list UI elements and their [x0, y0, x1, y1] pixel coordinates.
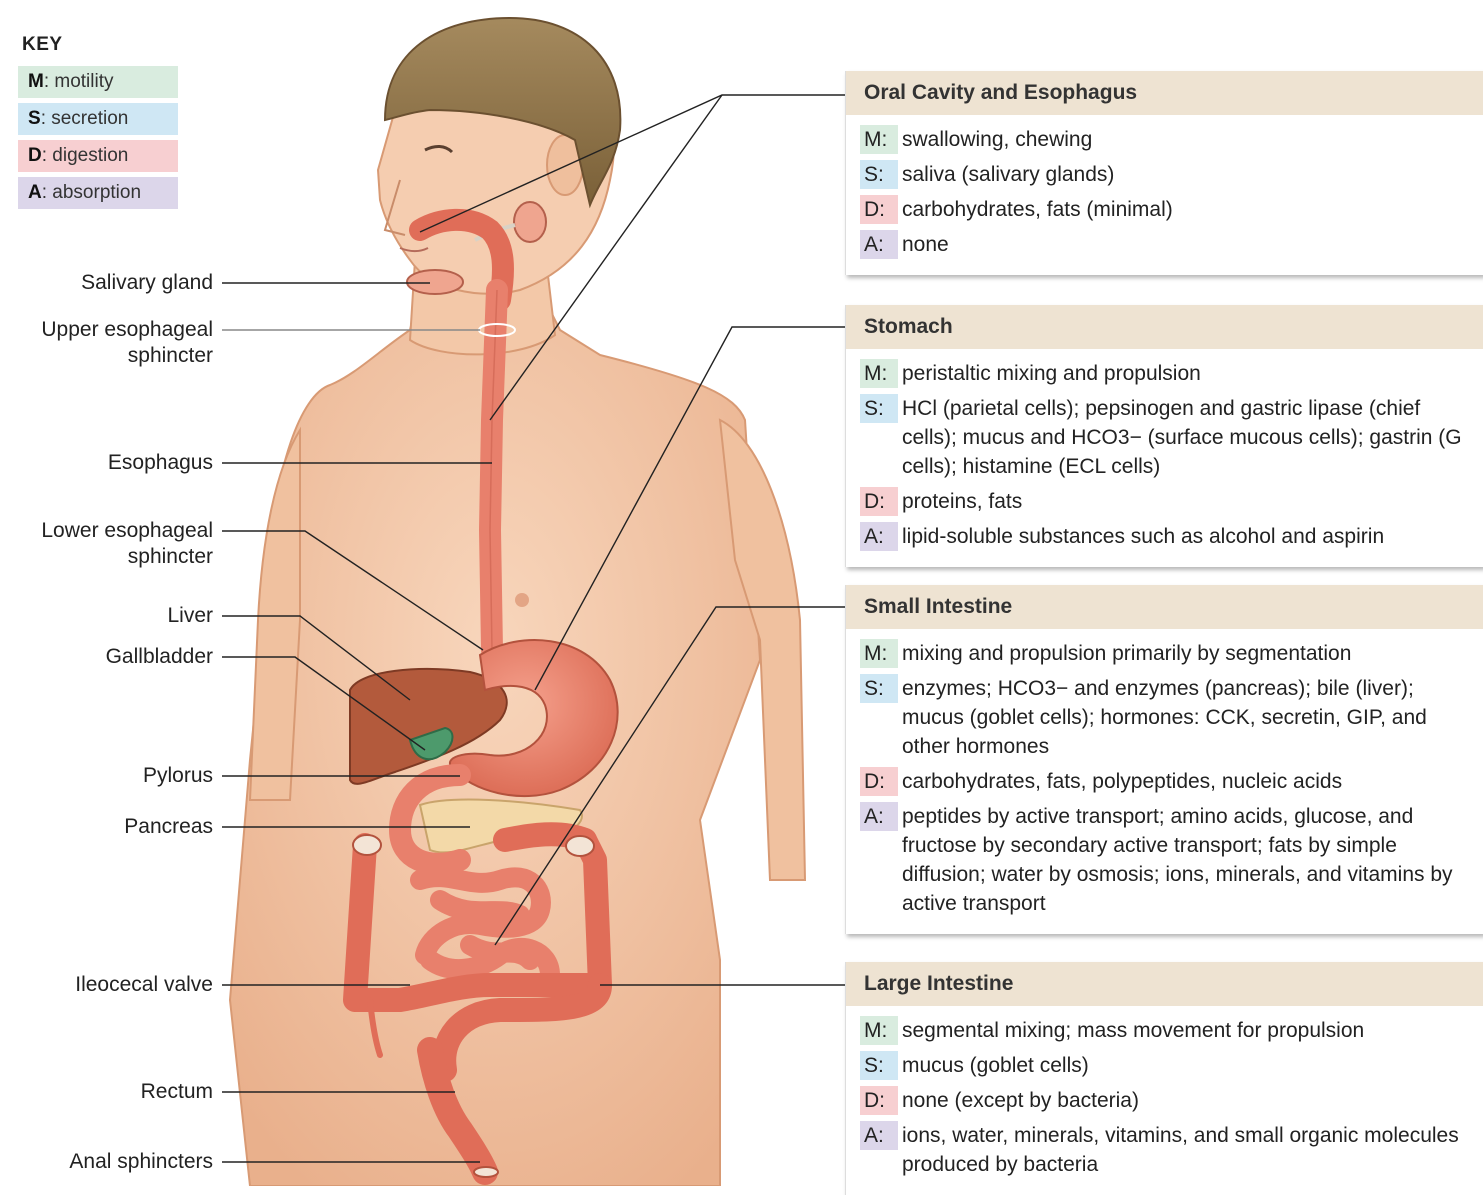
label-rectum: Rectum — [141, 1079, 213, 1105]
legend-key: KEY M: motility S: secretion D: digestio… — [18, 34, 178, 214]
panel-row-text: peptides by active transport; amino acid… — [898, 802, 1474, 918]
panel-oral-cavity: Oral Cavity and Esophagus M:swallowing, … — [845, 71, 1483, 275]
key-item-digestion: D: digestion — [18, 140, 178, 172]
label-salivary-gland: Salivary gland — [81, 270, 213, 296]
tag-m: M: — [860, 639, 898, 668]
label-pancreas: Pancreas — [124, 814, 213, 840]
tag-a: A: — [860, 230, 898, 259]
panel-row-text: saliva (salivary glands) — [898, 160, 1474, 189]
tag-s: S: — [860, 160, 898, 189]
label-anal-sphincters: Anal sphincters — [69, 1149, 213, 1175]
submandibular-gland — [407, 270, 463, 294]
panel-row-text: mucus (goblet cells) — [898, 1051, 1474, 1080]
panel-row-text: lipid-soluble substances such as alcohol… — [898, 522, 1474, 551]
label-esophagus: Esophagus — [108, 450, 213, 476]
tag-s: S: — [860, 674, 898, 703]
panel-row-text: swallowing, chewing — [898, 125, 1474, 154]
panel-row-text: carbohydrates, fats, polypeptides, nucle… — [898, 767, 1474, 796]
panel-small-intestine: Small Intestine M:mixing and propulsion … — [845, 585, 1483, 934]
panel-row-text: none (except by bacteria) — [898, 1086, 1474, 1115]
key-item-motility: M: motility — [18, 66, 178, 98]
nipple — [515, 593, 529, 607]
panel-row-text: proteins, fats — [898, 487, 1474, 516]
panel-large-intestine: Large Intestine M:segmental mixing; mass… — [845, 962, 1483, 1195]
panel-row-text: HCl (parietal cells); pepsinogen and gas… — [898, 394, 1474, 481]
panel-row-text: peristaltic mixing and propulsion — [898, 359, 1474, 388]
tag-s: S: — [860, 394, 898, 423]
panel-row-text: ions, water, minerals, vitamins, and sma… — [898, 1121, 1474, 1179]
panel-row-text: carbohydrates, fats (minimal) — [898, 195, 1474, 224]
key-item-secretion: S: secretion — [18, 103, 178, 135]
panel-row-text: none — [898, 230, 1474, 259]
key-item-absorption: A: absorption — [18, 177, 178, 209]
arm-left — [250, 430, 300, 800]
panel-title: Oral Cavity and Esophagus — [846, 71, 1483, 115]
tag-d: D: — [860, 487, 898, 516]
anal-sphincter-ring — [474, 1167, 498, 1177]
panel-title: Small Intestine — [846, 585, 1483, 629]
panel-stomach: Stomach M:peristaltic mixing and propuls… — [845, 305, 1483, 567]
tag-a: A: — [860, 522, 898, 551]
colon-cut-right — [566, 836, 594, 856]
panel-row-text: mixing and propulsion primarily by segme… — [898, 639, 1474, 668]
panel-row-text: enzymes; HCO3− and enzymes (pancreas); b… — [898, 674, 1474, 761]
parotid-gland — [514, 202, 546, 242]
tag-a: A: — [860, 1121, 898, 1150]
colon-cut-left — [353, 835, 381, 855]
tag-d: D: — [860, 195, 898, 224]
panel-row-text: segmental mixing; mass movement for prop… — [898, 1016, 1474, 1045]
tag-m: M: — [860, 1016, 898, 1045]
label-liver: Liver — [167, 603, 213, 629]
tag-m: M: — [860, 125, 898, 154]
tag-d: D: — [860, 1086, 898, 1115]
panel-title: Large Intestine — [846, 962, 1483, 1006]
tag-a: A: — [860, 802, 898, 831]
panel-title: Stomach — [846, 305, 1483, 349]
label-ileocecal-valve: Ileocecal valve — [75, 972, 213, 998]
key-title: KEY — [22, 34, 178, 56]
tag-m: M: — [860, 359, 898, 388]
label-gallbladder: Gallbladder — [106, 644, 213, 670]
label-pylorus: Pylorus — [143, 763, 213, 789]
tag-d: D: — [860, 767, 898, 796]
tag-s: S: — [860, 1051, 898, 1080]
